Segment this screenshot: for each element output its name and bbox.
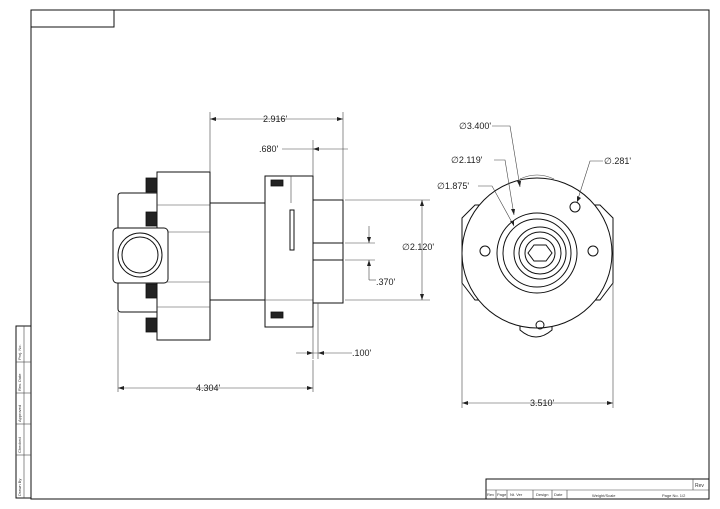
dim-bore-diameter: ∅1.875' bbox=[437, 181, 469, 191]
bolt-head-2 bbox=[145, 211, 158, 227]
main-body bbox=[209, 202, 266, 301]
title-col-design: Design bbox=[536, 492, 548, 497]
shaft-tip bbox=[312, 242, 344, 261]
top-left-label-box bbox=[30, 9, 115, 28]
dim-flange-width: 3.510' bbox=[530, 398, 555, 408]
sheet-border bbox=[30, 9, 710, 500]
dim-pilot-diameter: ∅2.119' bbox=[451, 155, 483, 165]
flange-bolt-bottom bbox=[270, 311, 284, 319]
dim-flange-thickness: .680' bbox=[259, 144, 279, 154]
bolt-head-1 bbox=[145, 177, 158, 193]
title-col-page: Page bbox=[497, 492, 507, 497]
flange-bolt-top bbox=[270, 179, 284, 187]
dim-shaft-end: .100' bbox=[352, 348, 372, 358]
flange bbox=[264, 175, 314, 328]
shaft-hex bbox=[527, 244, 553, 262]
bolt-head-3 bbox=[145, 283, 158, 299]
title-col-date: Date bbox=[554, 492, 563, 497]
flange-slot bbox=[289, 209, 295, 251]
title-weight-scale: Weight/Scale bbox=[592, 493, 616, 498]
dim-overall-length: 4.304' bbox=[196, 383, 221, 393]
mount-hole-left bbox=[479, 245, 491, 257]
bolt-head-4 bbox=[145, 317, 158, 333]
side-strip-label-2: Rev. Date bbox=[17, 373, 22, 391]
title-col-ver: Nt. Ver bbox=[510, 492, 523, 497]
dim-shaft-step: .370' bbox=[376, 277, 396, 287]
shaft-ring-outer bbox=[513, 226, 567, 280]
dim-body-diameter: ∅2.120' bbox=[402, 242, 434, 252]
side-strip-label-4: Checked bbox=[17, 437, 22, 453]
pilot-circle bbox=[496, 212, 578, 294]
side-strip-label-5: Drawn By bbox=[17, 479, 22, 496]
mount-hole-bottom bbox=[535, 320, 545, 330]
inlet-port bbox=[112, 227, 169, 284]
bore-circle bbox=[502, 218, 572, 288]
title-block: Rev Rev Page Nt. Ver Design Date Weight/… bbox=[485, 478, 710, 500]
mount-hole-right bbox=[587, 245, 599, 257]
front-outer-circle bbox=[461, 177, 613, 329]
shaft-ring-mid bbox=[518, 231, 562, 275]
title-col-rev: Rev bbox=[487, 492, 494, 497]
side-view: 2.916' .680' ∅2.120' .370' .100' 4.304' bbox=[112, 112, 434, 393]
shaft-ring-inner bbox=[524, 237, 556, 269]
front-view: ∅3.400' ∅2.119' ∅1.875' ∅.281' 3.510' bbox=[437, 121, 631, 408]
inlet-port-outer bbox=[117, 232, 163, 278]
title-rev-label: Rev bbox=[695, 483, 704, 489]
mount-hole-right-top bbox=[569, 201, 581, 213]
title-page-no: Page No. 1/2 bbox=[662, 493, 686, 498]
side-strip-label-3: Approved bbox=[17, 405, 22, 422]
dim-hole-diameter: ∅.281' bbox=[604, 156, 631, 166]
side-strip: Proj. No. Rev. Date Approved Checked Dra… bbox=[15, 325, 32, 499]
side-strip-label-1: Proj. No. bbox=[17, 344, 22, 360]
inlet-port-inner bbox=[121, 236, 159, 274]
dim-outer-diameter: ∅3.400' bbox=[459, 121, 491, 131]
dim-overall-width: 2.916' bbox=[263, 114, 288, 124]
front-top-tab bbox=[519, 174, 555, 180]
